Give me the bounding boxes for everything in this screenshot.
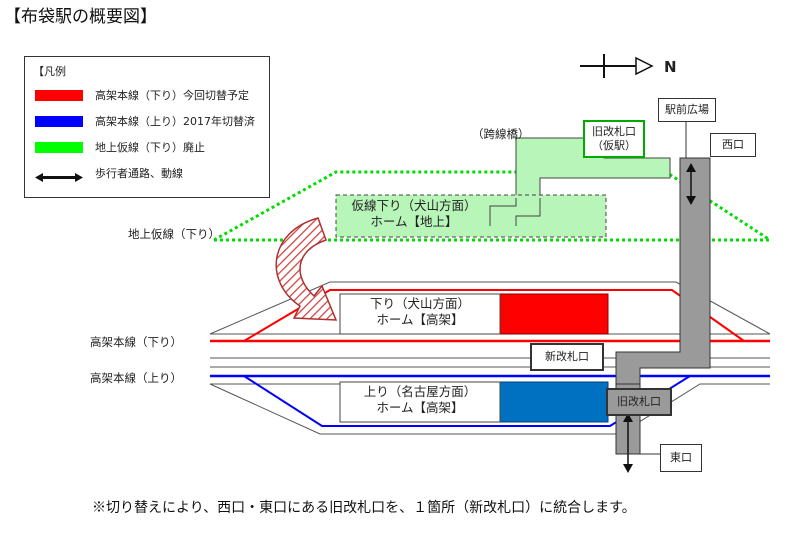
down-platform-label: 下り（犬山方面） ホーム【高架】 [369, 296, 470, 328]
old-gate-east-box: 旧改札口 [606, 388, 672, 416]
overpass-stairs [489, 198, 517, 226]
elevated-structure-top [209, 281, 771, 335]
temp-platform [335, 194, 607, 238]
elevated-up-label: 高架本線（上り） [90, 371, 182, 385]
compass-arrowhead [635, 56, 654, 76]
ground-line-label: 地上仮線（下り） [128, 227, 220, 241]
east-flow-arrowhead-down [623, 464, 633, 473]
legend: 【凡例 高架本線（下り）今回切替予定 高架本線（上り）2017年切替済 地上仮線… [24, 56, 270, 198]
double-arrow-svg [35, 172, 83, 182]
overpass-stairs-2 [515, 198, 541, 226]
legend-item-red: 高架本線（下り）今回切替予定 [35, 87, 249, 103]
overpass-label: （跨線橋） [472, 127, 530, 141]
legend-item-green: 地上仮線（下り）廃止 [35, 139, 205, 155]
station-plaza-box: 駅前広場 [658, 98, 716, 122]
elevated-down-label: 高架本線（下り） [90, 335, 182, 349]
east-flow-arrowhead-up [623, 413, 633, 422]
west-exit-box: 西口 [710, 133, 756, 157]
north-indicator: N [664, 58, 677, 76]
page-title: 【布袋駅の概要図】 [4, 7, 157, 27]
legend-label: 高架本線（下り）今回切替予定 [95, 89, 249, 102]
legend-swatch-green [35, 141, 83, 153]
legend-item-walkway: 歩行者通路、動線 [35, 165, 183, 182]
down-platform-label-bg [339, 293, 501, 335]
up-platform-label-bg [339, 381, 501, 423]
east-exit-box: 東口 [660, 444, 702, 472]
footnote: ※切り替えにより、西口・東口にある旧改札口を、１箇所（新改札口）に統合します。 [92, 500, 636, 516]
up-platform-label: 上り（名古屋方面） ホーム【高架】 [363, 384, 477, 416]
legend-swatch-red [35, 89, 83, 101]
legend-heading: 【凡例 [33, 65, 66, 78]
shift-arrow [275, 217, 338, 321]
legend-label: 歩行者通路、動線 [95, 167, 183, 180]
legend-item-blue: 高架本線（上り）2017年切替済 [35, 113, 255, 129]
legend-label: 高架本線（上り）2017年切替済 [95, 115, 255, 128]
double-arrow-icon [35, 168, 83, 182]
old-gate-west-box: 旧改札口 （仮駅） [583, 120, 645, 158]
west-flow-arrowhead-up [686, 163, 696, 172]
new-gate-box: 新改札口 [530, 343, 604, 371]
pedestrian-walkway [615, 157, 711, 385]
west-flow-arrowhead-down [686, 196, 696, 205]
temp-platform-label: 仮線下り（犬山方面） ホーム【地上】 [351, 198, 477, 230]
legend-label: 地上仮線（下り）廃止 [95, 141, 205, 154]
legend-swatch-blue [35, 115, 83, 127]
